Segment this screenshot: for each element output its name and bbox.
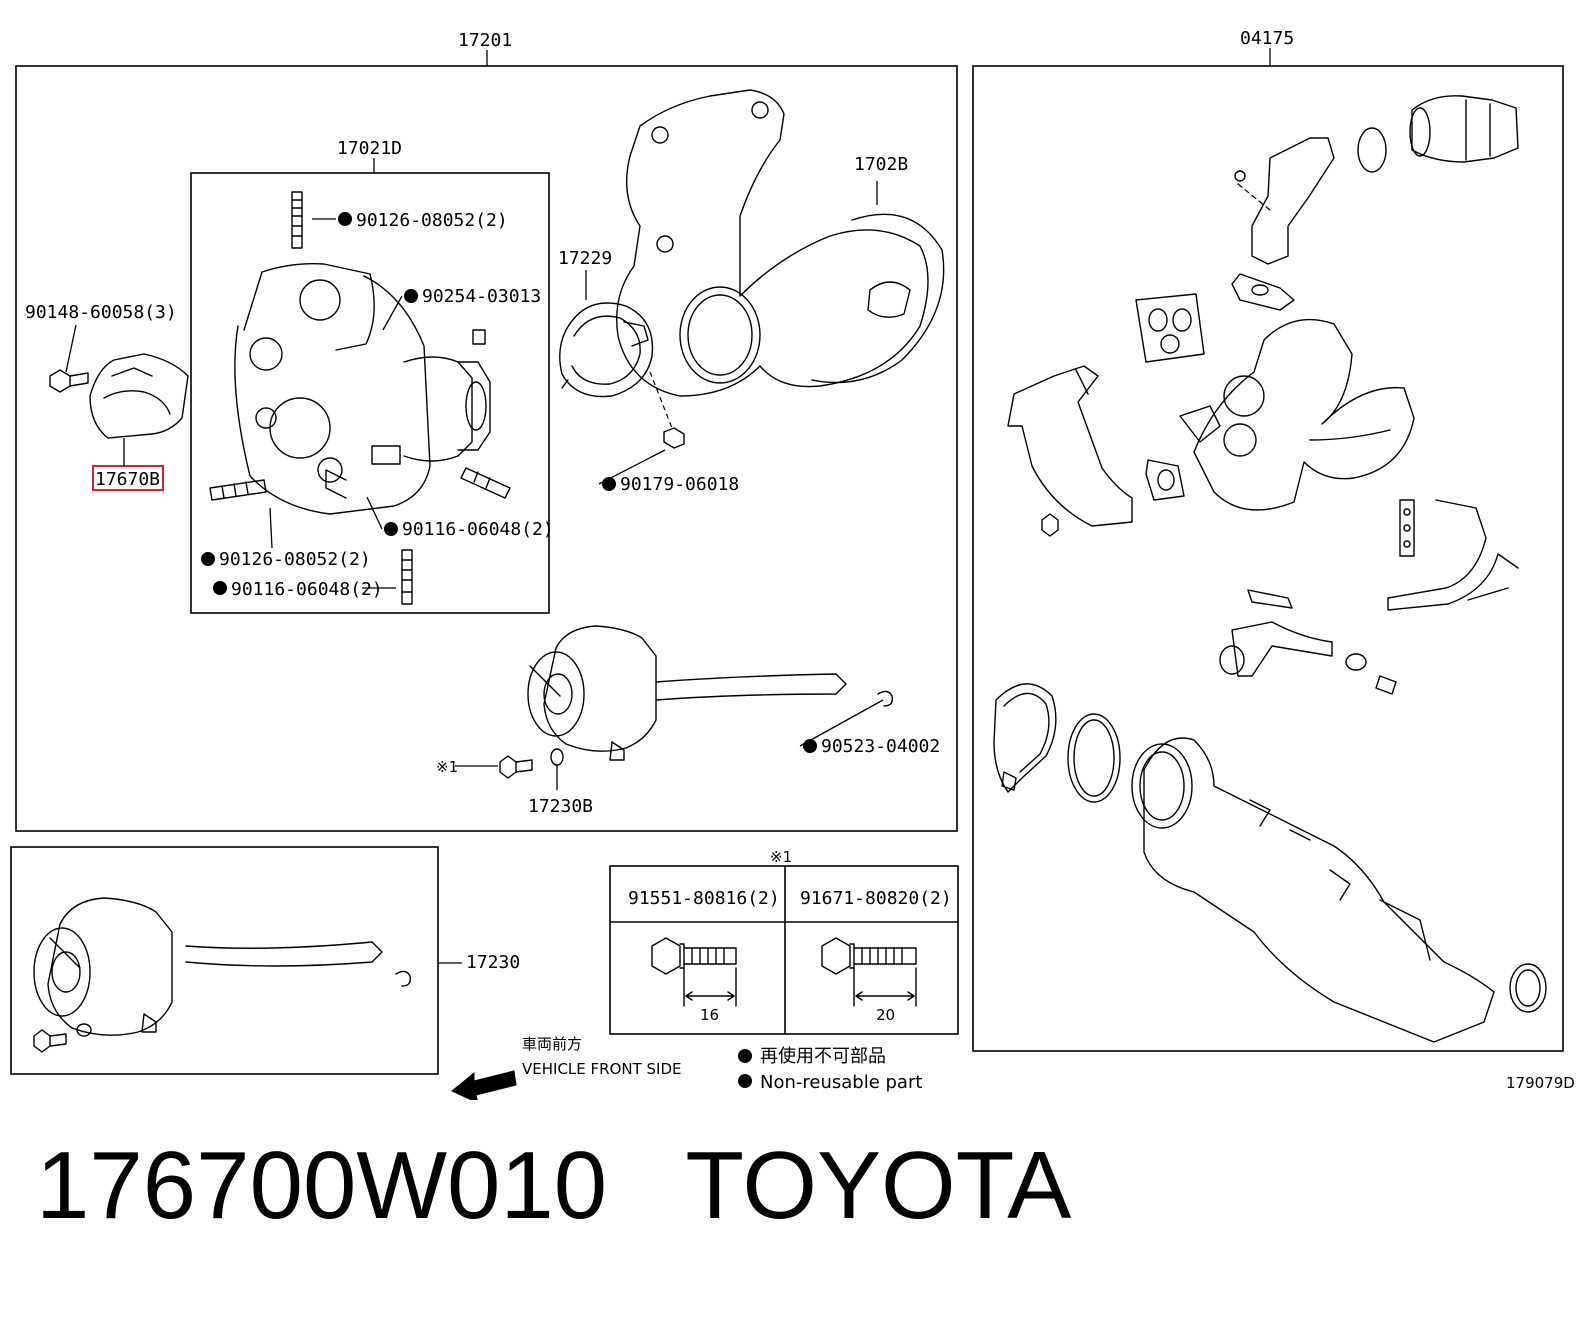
cartridge-frame <box>190 172 550 614</box>
table-marker: ※1 <box>770 848 792 866</box>
part-label-stud-bottom: 90116-06048(2) <box>231 579 383 600</box>
exhaust-assembly-frame <box>972 65 1564 1052</box>
clamp-icon <box>559 302 654 398</box>
bolt-icon <box>49 369 89 393</box>
part-label-stud-left: 90126-08052(2) <box>219 549 371 570</box>
exhaust-assembly-icon <box>993 95 1547 1043</box>
figure-id: 179079D <box>1506 1074 1575 1092</box>
label-part-ref: 17670B <box>95 469 160 490</box>
arrow-left-icon <box>451 1070 517 1100</box>
turbo-assembly-frame <box>15 65 958 832</box>
part-label-nut: 90179-06018 <box>620 474 739 495</box>
stud-icon <box>291 191 303 249</box>
part-label-clip: 90523-04002 <box>821 736 940 757</box>
table-col-1: 91551-80816(2) <box>628 888 780 909</box>
nut-icon <box>663 427 685 449</box>
length-16: 16 <box>700 1006 719 1024</box>
label-turbo-assy: 17201 <box>458 30 512 51</box>
bolt-table-frame <box>609 865 959 1035</box>
direction-en: VEHICLE FRONT SIDE <box>522 1060 682 1078</box>
flange-bolt-20-icon <box>821 937 917 1007</box>
caption-title: 176700W010 TOYOTA <box>36 1132 1072 1239</box>
label-outlet-elbow: 1702B <box>854 154 908 175</box>
parts-diagram: 17201 04175 17021D 1702B 17229 17230B 17… <box>10 28 1575 1100</box>
stud-bottom-icon <box>401 549 413 605</box>
stud-left-icon <box>209 479 267 501</box>
clip-icon <box>877 690 894 707</box>
actuator-icon <box>33 897 383 1036</box>
table-col-2: 91671-80820(2) <box>800 888 952 909</box>
highlight-box <box>92 465 164 491</box>
label-actuator-sub: 17230B <box>528 796 593 817</box>
part-label-pin: 90254-03013 <box>422 286 541 307</box>
note-marker: ※1 <box>436 758 458 776</box>
bolt-small-icon <box>499 755 533 779</box>
part-label-stud-right: 90116-06048(2) <box>402 519 554 540</box>
label-exhaust-assy: 04175 <box>1240 28 1294 49</box>
flange-bolt-16-icon <box>651 937 737 1007</box>
label-actuator: 17230 <box>466 952 520 973</box>
part-label-stud-top: 90126-08052(2) <box>356 210 508 231</box>
label-clamp: 17229 <box>558 248 612 269</box>
stud-right-icon <box>460 467 511 499</box>
turbo-cartridge-icon <box>234 262 491 515</box>
legend-jp: 再使用不可部品 <box>760 1046 886 1067</box>
part-label-bolt: 90148-60058(3) <box>25 302 177 323</box>
actuator-frame <box>10 846 439 1075</box>
direction-jp: 車両前方 <box>522 1035 582 1053</box>
actuator-sub-icon <box>527 625 847 761</box>
length-20: 20 <box>876 1006 895 1024</box>
label-cartridge: 17021D <box>337 138 402 159</box>
heat-shield-icon <box>89 353 189 439</box>
outlet-elbow-icon <box>616 89 945 397</box>
legend-en: Non-reusable part <box>760 1072 922 1093</box>
